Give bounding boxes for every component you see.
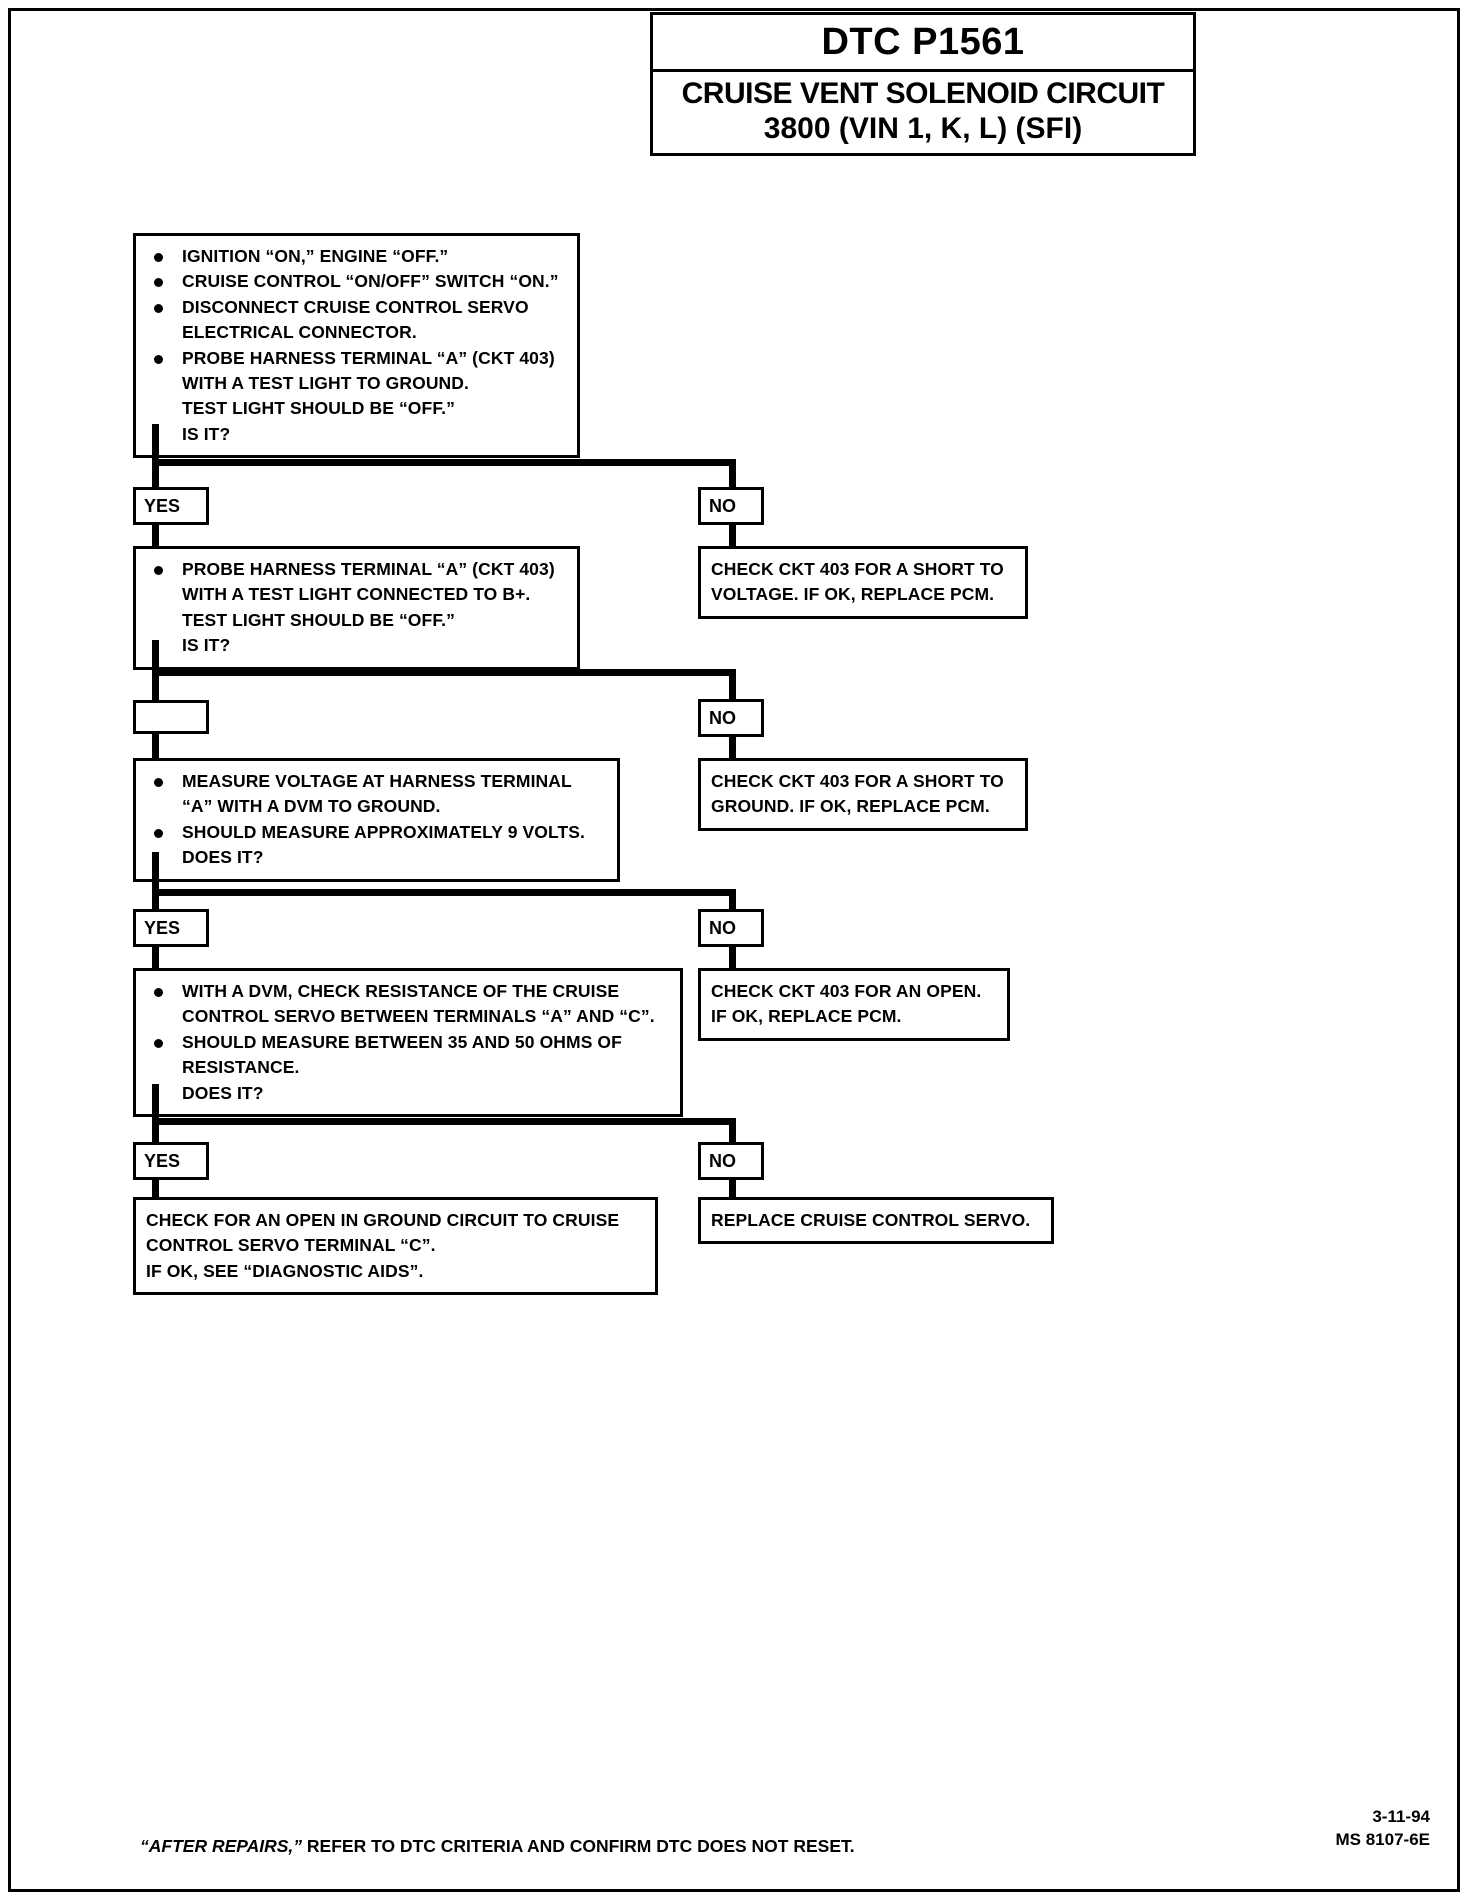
branch-label-blank-2	[133, 700, 209, 734]
footer-date: 3-11-94	[1372, 1807, 1430, 1826]
step1-line-4: ELECTRICAL CONNECTOR.	[182, 322, 417, 343]
footer-note-rest: REFER TO DTC CRITERIA AND CONFIRM DTC DO…	[302, 1836, 855, 1856]
connector-no4-to-action4	[729, 1179, 736, 1199]
branch-label-no-2-text: NO	[709, 707, 736, 728]
footer-code-block: 3-11-94 MS 8107-6E	[1336, 1806, 1431, 1852]
connector-step2-no-down	[729, 669, 736, 703]
dtc-code: DTC P1561	[653, 15, 1193, 72]
branch-label-yes-3: YES	[133, 909, 209, 947]
step3-line-1: MEASURE VOLTAGE AT HARNESS TERMINAL	[182, 771, 572, 791]
step4-line-5: DOES IT?	[182, 1082, 264, 1103]
connector-no3-to-action3	[729, 946, 736, 970]
connector-no1-to-action1	[729, 524, 736, 548]
connector-step3-branch	[152, 889, 736, 896]
step1-line-1: IGNITION “ON,” ENGINE “OFF.”	[182, 246, 449, 266]
step2-line-1: PROBE HARNESS TERMINAL “A” (CKT 403)	[182, 559, 555, 579]
branch-label-no-4: NO	[698, 1142, 764, 1180]
action3-line-2: IF OK, REPLACE PCM.	[711, 1006, 902, 1027]
action1-line-2: VOLTAGE. IF OK, REPLACE PCM.	[711, 584, 995, 605]
branch-label-no-1-text: NO	[709, 495, 736, 516]
branch-label-no-2: NO	[698, 699, 764, 737]
step2-line-2: WITH A TEST LIGHT CONNECTED TO B+.	[182, 584, 531, 605]
branch-label-yes-4: YES	[133, 1142, 209, 1180]
action3-line-1: CHECK CKT 403 FOR AN OPEN.	[711, 981, 982, 1001]
connector-yes4-to-final	[152, 1179, 159, 1199]
connector-step3-yes-down	[152, 889, 159, 914]
action4-line-1: REPLACE CRUISE CONTROL SERVO.	[711, 1210, 1031, 1230]
step4-line-1: WITH A DVM, CHECK RESISTANCE OF THE CRUI…	[182, 981, 620, 1001]
chart-title: CRUISE VENT SOLENOID CIRCUIT	[681, 76, 1165, 110]
connector-step4-down	[152, 1084, 159, 1128]
final-left-line-1: CHECK FOR AN OPEN IN GROUND CIRCUIT TO C…	[146, 1210, 620, 1230]
branch-label-no-3: NO	[698, 909, 764, 947]
connector-step1-down	[152, 424, 159, 466]
chart-subtitle: 3800 (VIN 1, K, L) (SFI)	[763, 112, 1083, 146]
step1-line-6: WITH A TEST LIGHT TO GROUND.	[182, 372, 469, 393]
branch-label-yes-1-text: YES	[144, 495, 181, 516]
branch-label-no-1: NO	[698, 487, 764, 525]
action-3-box: CHECK CKT 403 FOR AN OPEN. IF OK, REPLAC…	[698, 968, 1010, 1041]
footer-note: “AFTER REPAIRS,” REFER TO DTC CRITERIA A…	[140, 1836, 855, 1857]
connector-step2-down	[152, 640, 159, 676]
step3-line-2: “A” WITH A DVM TO GROUND.	[182, 796, 441, 817]
connector-step4-no-down	[729, 1118, 736, 1146]
final-left-line-2: CONTROL SERVO TERMINAL “C”.	[146, 1235, 436, 1256]
step4-line-4: RESISTANCE.	[182, 1057, 300, 1078]
connector-step3-no-down	[729, 889, 736, 914]
connector-step2-branch	[152, 669, 736, 676]
step2-line-3: TEST LIGHT SHOULD BE “OFF.”	[182, 609, 455, 630]
step-3-box: MEASURE VOLTAGE AT HARNESS TERMINAL “A” …	[133, 758, 620, 882]
step4-line-3: SHOULD MEASURE BETWEEN 35 AND 50 OHMS OF	[182, 1031, 622, 1052]
action2-line-1: CHECK CKT 403 FOR A SHORT TO	[711, 771, 1004, 791]
connector-yes3-to-step4	[152, 946, 159, 970]
step3-line-4: DOES IT?	[182, 847, 264, 868]
step-2-box: PROBE HARNESS TERMINAL “A” (CKT 403) WIT…	[133, 546, 580, 670]
step3-line-3: SHOULD MEASURE APPROXIMATELY 9 VOLTS.	[182, 821, 586, 842]
footer-note-italic: “AFTER REPAIRS,”	[140, 1836, 303, 1856]
connector-step4-yes-down	[152, 1118, 159, 1146]
connector-yes1-to-step2	[152, 524, 159, 548]
action2-line-2: GROUND. IF OK, REPLACE PCM.	[711, 796, 990, 817]
connector-step1-yes-down	[152, 459, 159, 492]
connector-step4-branch	[152, 1118, 736, 1125]
connector-step1-branch	[152, 459, 736, 466]
branch-label-no-3-text: NO	[709, 917, 736, 938]
branch-label-no-4-text: NO	[709, 1150, 736, 1171]
step-1-box: IGNITION “ON,” ENGINE “OFF.” CRUISE CONT…	[133, 233, 580, 458]
branch-label-yes-1: YES	[133, 487, 209, 525]
step1-line-2: CRUISE CONTROL “ON/OFF” SWITCH “ON.”	[182, 271, 559, 292]
action1-line-1: CHECK CKT 403 FOR A SHORT TO	[711, 559, 1004, 579]
action-2-box: CHECK CKT 403 FOR A SHORT TO GROUND. IF …	[698, 758, 1028, 831]
connector-step3-down	[152, 852, 159, 896]
branch-label-yes-4-text: YES	[144, 1150, 181, 1171]
connector-no2-to-action2	[729, 736, 736, 760]
branch-label-yes-3-text: YES	[144, 917, 181, 938]
footer-ms-code: MS 8107-6E	[1335, 1829, 1431, 1849]
step1-line-8: IS IT?	[182, 423, 231, 444]
connector-blank2-to-step3	[152, 733, 159, 760]
step2-line-4: IS IT?	[182, 635, 231, 656]
step1-line-7: TEST LIGHT SHOULD BE “OFF.”	[182, 398, 455, 419]
connector-step2-yes-down	[152, 669, 159, 703]
step1-line-5: PROBE HARNESS TERMINAL “A” (CKT 403)	[182, 347, 555, 368]
final-left-box: CHECK FOR AN OPEN IN GROUND CIRCUIT TO C…	[133, 1197, 658, 1296]
chart-header: DTC P1561 CRUISE VENT SOLENOID CIRCUIT 3…	[650, 12, 1196, 157]
final-left-line-3: IF OK, SEE “DIAGNOSTIC AIDS”.	[146, 1260, 424, 1281]
page-border	[8, 8, 1460, 1892]
action-1-box: CHECK CKT 403 FOR A SHORT TO VOLTAGE. IF…	[698, 546, 1028, 619]
action-4-box: REPLACE CRUISE CONTROL SERVO.	[698, 1197, 1054, 1245]
step4-line-2: CONTROL SERVO BETWEEN TERMINALS “A” AND …	[182, 1006, 655, 1027]
connector-step1-no-down	[729, 459, 736, 492]
step-4-box: WITH A DVM, CHECK RESISTANCE OF THE CRUI…	[133, 968, 683, 1117]
step1-line-3: DISCONNECT CRUISE CONTROL SERVO	[182, 296, 529, 317]
